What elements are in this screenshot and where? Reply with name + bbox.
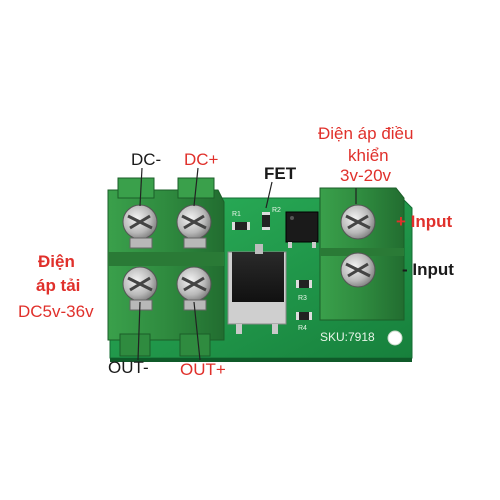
label-out-plus: OUT+ bbox=[180, 360, 226, 379]
label-load-voltage-line2: áp tải bbox=[36, 276, 81, 295]
load-terminal-block bbox=[107, 177, 225, 357]
label-dc-minus: DC- bbox=[131, 150, 162, 169]
silk-r3: R3 bbox=[298, 295, 307, 302]
screw-out-plus bbox=[176, 266, 212, 302]
screw-dc-minus bbox=[122, 204, 158, 240]
resistor-r4 bbox=[296, 312, 312, 320]
mounting-hole bbox=[387, 330, 403, 346]
label-out-minus: OUT- bbox=[108, 358, 149, 377]
label-control-voltage-line1: Điện áp điều bbox=[318, 124, 414, 143]
label-load-voltage-range: DC5v-36v bbox=[18, 302, 94, 321]
label-load-voltage-line1: Điện bbox=[38, 252, 75, 271]
label-control-voltage-range: 3v-20v bbox=[340, 166, 392, 185]
screw-dc-plus bbox=[176, 204, 212, 240]
optocoupler-chip bbox=[285, 211, 319, 248]
silk-r2: R2 bbox=[272, 207, 281, 214]
silk-r4: R4 bbox=[298, 325, 307, 332]
pointer-lines bbox=[137, 167, 357, 361]
screw-out-minus bbox=[122, 266, 158, 302]
label-plus-input: + Input bbox=[396, 212, 453, 231]
label-control-voltage-line2: khiển bbox=[348, 146, 389, 165]
silk-sku: SKU:7918 bbox=[320, 330, 375, 344]
input-terminal-block bbox=[319, 187, 405, 321]
label-fet: FET bbox=[264, 164, 297, 183]
label-dc-plus: DC+ bbox=[184, 150, 219, 169]
resistor-r1 bbox=[232, 222, 250, 230]
label-minus-input: - Input bbox=[402, 260, 454, 279]
mosfet-component bbox=[227, 244, 287, 334]
screw-minus-input bbox=[340, 252, 376, 288]
silk-r1: R1 bbox=[232, 211, 241, 218]
resistor-r3 bbox=[296, 280, 312, 288]
resistor-r2 bbox=[262, 212, 270, 230]
screw-plus-input bbox=[340, 204, 376, 240]
